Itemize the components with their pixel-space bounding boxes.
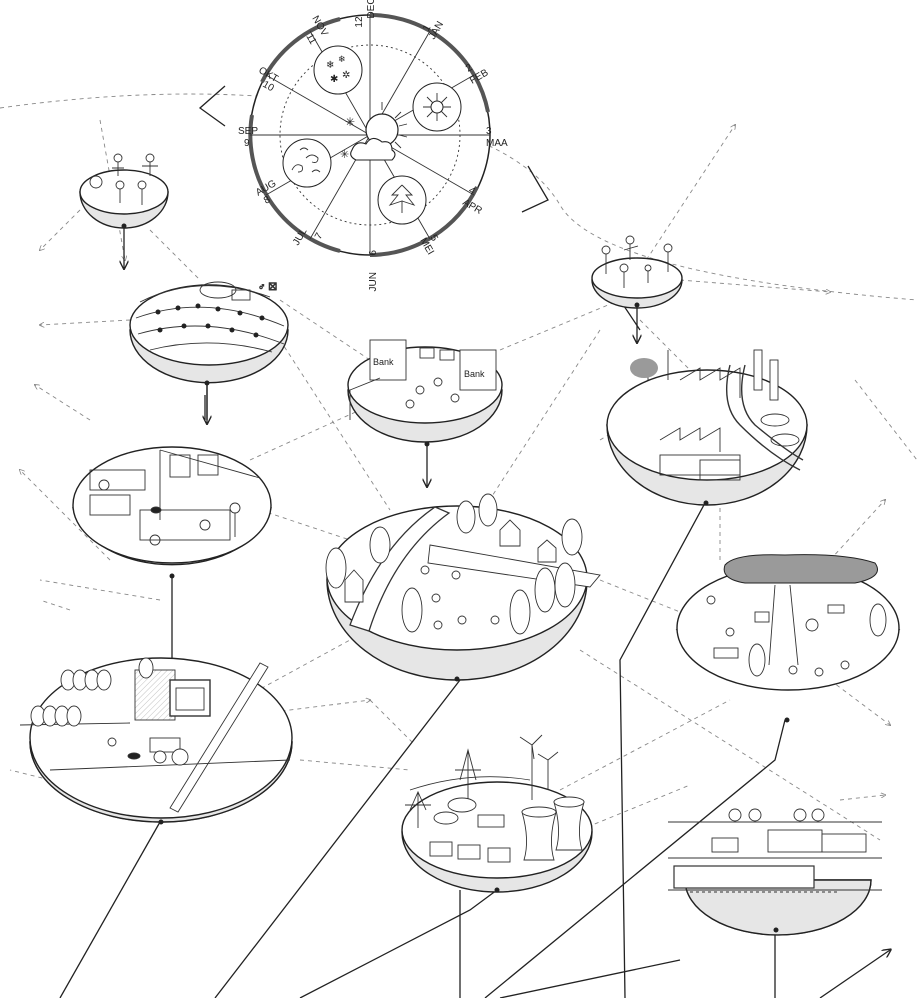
month-12-number: 12: [354, 16, 365, 28]
bank-label-2: Bank: [464, 369, 485, 379]
svg-text:✳: ✳: [345, 115, 355, 129]
snowflake-icon: ❄ ❄ ✱ ✲: [314, 46, 362, 94]
month-6-name: JUN: [368, 272, 379, 291]
swirl-icon: [283, 139, 331, 187]
svg-text:✳: ✳: [340, 149, 349, 161]
seasonal-calendar: ✳ ✳ ❄ ❄ ✱ ✲ 12 DEC 1 JAN 2: [238, 0, 508, 291]
month-3-name: MAA: [486, 138, 508, 149]
flow-arrow-left: [200, 86, 225, 126]
dome-energy: [402, 735, 592, 893]
svg-text:♂ ☒: ♂ ☒: [258, 282, 277, 293]
tree-canopy: [724, 555, 877, 583]
dome-people-small: [80, 154, 168, 229]
flower-icon: [413, 83, 461, 131]
dome-park: [677, 555, 899, 723]
svg-text:❄: ❄: [326, 60, 334, 71]
dome-classroom: [73, 447, 271, 579]
svg-text:✲: ✲: [342, 70, 350, 81]
month-3-number: 3: [486, 126, 492, 137]
month-12-name: DEC: [366, 0, 377, 19]
flow-arrow-right: [522, 166, 548, 212]
svg-text:❄: ❄: [338, 54, 346, 64]
smoke-plume: [630, 358, 658, 378]
dome-people-right: [592, 236, 682, 308]
bank-label-1: Bank: [373, 357, 394, 367]
dome-farm: [20, 658, 292, 825]
dome-lecture-hall: ♂ ☒: [130, 282, 288, 386]
svg-text:✱: ✱: [330, 74, 338, 85]
dome-transport: [668, 809, 882, 935]
dome-office-banks: Bank Bank: [348, 340, 502, 447]
month-4-name: APR: [461, 197, 484, 217]
month-9-number: 9: [244, 138, 250, 149]
month-6-number: 6: [368, 250, 379, 256]
leaf-icon: [378, 176, 426, 224]
dome-industry: [607, 350, 807, 506]
dome-village: [326, 494, 600, 682]
month-9-name: SEP: [238, 126, 258, 137]
